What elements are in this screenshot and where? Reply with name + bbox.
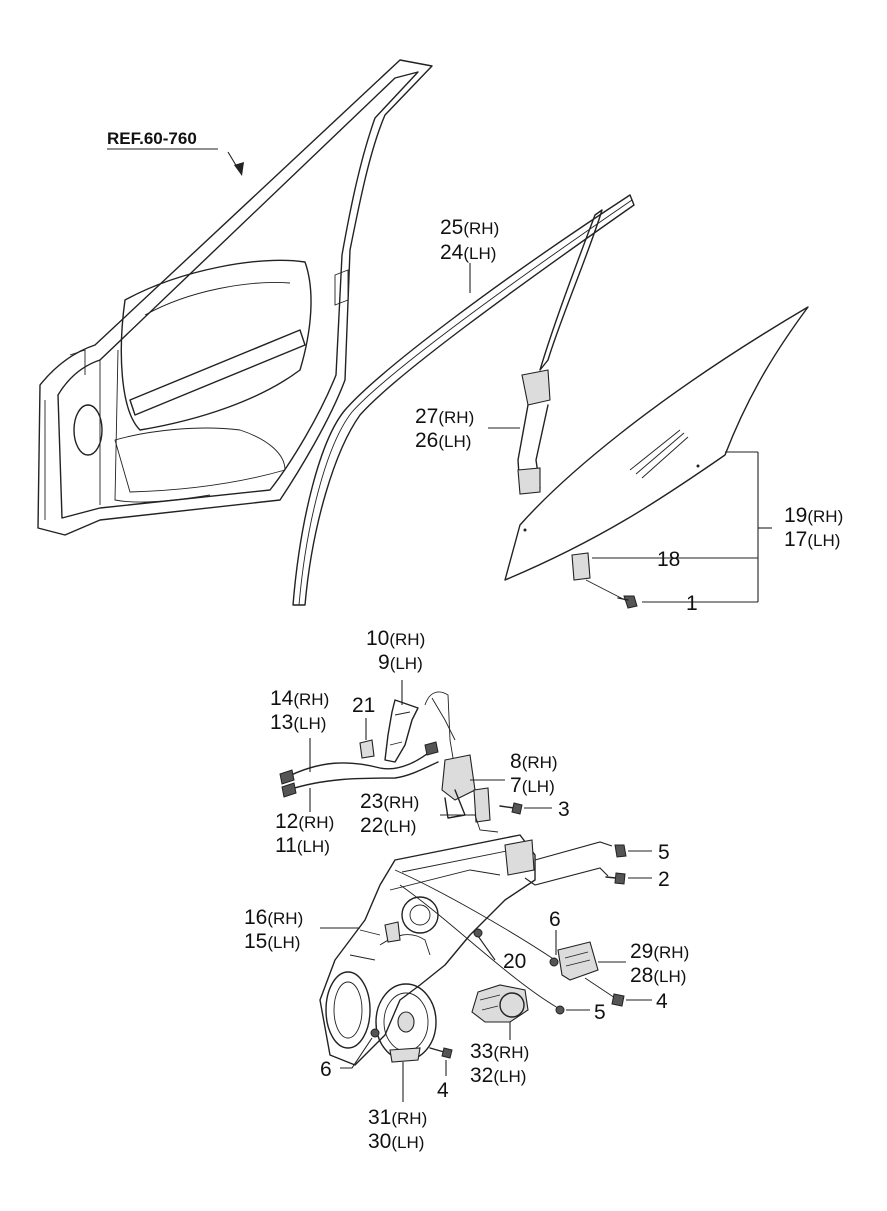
label-15: 15(LH) — [244, 930, 300, 953]
label-29: 29(RH) — [630, 940, 689, 963]
label-6-left: 6 — [320, 1058, 332, 1081]
label-31: 31(RH) — [368, 1106, 427, 1129]
regulator-bracket-drawing — [549, 930, 652, 1007]
label-6-right: 6 — [549, 908, 561, 931]
label-5-bottom: 5 — [594, 1001, 606, 1024]
label-14: 14(RH) — [270, 687, 329, 710]
glass-clip-drawing — [571, 552, 638, 609]
label-3: 3 — [558, 798, 570, 821]
label-2: 2 — [658, 868, 670, 891]
label-28: 28(LH) — [630, 964, 686, 987]
label-1: 1 — [686, 592, 698, 615]
label-16: 16(RH) — [244, 906, 303, 929]
label-20: 20 — [503, 950, 526, 973]
label-7: 7(LH) — [510, 774, 555, 797]
door-frame-drawing — [37, 59, 433, 536]
label-9: 9(LH) — [378, 651, 423, 674]
label-4-right: 4 — [656, 990, 668, 1013]
reference-label: REF.60-760 — [107, 129, 197, 148]
label-26: 26(LH) — [415, 429, 471, 452]
label-21: 21 — [352, 694, 375, 717]
label-19: 19(RH) — [784, 504, 843, 527]
channel-bracket-drawing — [488, 369, 551, 495]
label-4-bottom: 4 — [437, 1079, 449, 1102]
label-30: 30(LH) — [368, 1130, 424, 1153]
label-13: 13(LH) — [270, 711, 326, 734]
label-32: 32(LH) — [470, 1064, 526, 1087]
door-glass-drawing — [504, 306, 809, 581]
door-lock-assembly-drawing — [359, 680, 552, 823]
label-11: 11(LH) — [275, 834, 330, 857]
door-cables-drawing — [279, 738, 439, 812]
label-18: 18 — [657, 548, 680, 571]
label-12: 12(RH) — [275, 810, 334, 833]
label-8: 8(RH) — [510, 750, 558, 773]
run-channel-drawing — [292, 194, 635, 606]
label-24: 24(LH) — [440, 241, 496, 264]
speaker-drawing — [340, 983, 453, 1102]
label-17: 17(LH) — [784, 528, 840, 551]
label-5-top: 5 — [658, 841, 670, 864]
glass-leader-lines — [592, 451, 772, 603]
window-motor-drawing — [471, 984, 590, 1040]
door-module-panel-drawing — [319, 814, 559, 1066]
reference-callout: REF.60-760 — [107, 129, 244, 176]
part-labels: 25(RH) 24(LH) 27(RH) 26(LH) 19(RH) 17(LH… — [244, 216, 843, 1153]
label-23: 23(RH) — [360, 790, 419, 813]
label-33: 33(RH) — [470, 1040, 529, 1063]
label-10: 10(RH) — [366, 627, 425, 650]
label-27: 27(RH) — [415, 405, 474, 428]
label-25: 25(RH) — [440, 216, 499, 239]
label-22: 22(LH) — [360, 814, 416, 837]
panel-fasteners-drawing — [524, 841, 652, 886]
